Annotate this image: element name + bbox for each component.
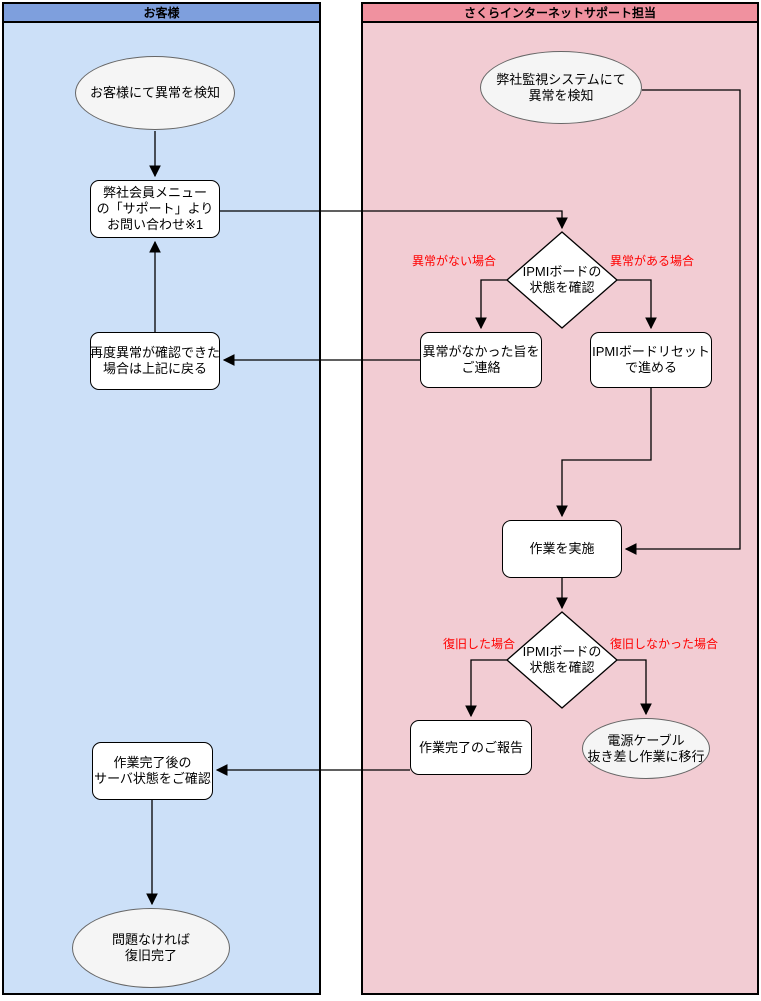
connector-inquiry-to-check-ipmi-1 xyxy=(220,210,568,230)
node-monitor-detect: 弊社監視システムにて 異常を検知 xyxy=(480,51,642,124)
connector-monitor-detect-to-do-work xyxy=(624,89,741,555)
node-power-cable: 電源ケーブル 抜き差し作業に移行 xyxy=(582,718,710,779)
node-power-cable-text: 抜き差し作業に移行 xyxy=(587,748,705,764)
lane-support-header: さくらインターネットサポート担当 xyxy=(363,4,757,23)
node-check-ipmi-1-text: IPMIボードの xyxy=(522,264,602,279)
node-do-work-text: 作業を実施 xyxy=(529,541,595,556)
node-ipmi-reset-text: で進める xyxy=(624,360,677,375)
node-inquiry-text: お問い合わせ※1 xyxy=(106,217,204,232)
connector-check-ipmi-2-to-power-cable xyxy=(617,659,652,716)
node-ipmi-reset-text: IPMIボードリセット xyxy=(592,344,710,359)
node-no-anomaly-contact-text: 異常がなかった旨を xyxy=(422,344,540,359)
node-check-ipmi-1: IPMIボードの 状態を確認 xyxy=(507,232,617,328)
lane-customer-title: お客様 xyxy=(143,6,180,20)
node-customer-detect-text: お客様にて異常を検知 xyxy=(89,85,220,100)
node-check-ipmi-2-text: 状態を確認 xyxy=(529,660,595,675)
node-return-above: 再度異常が確認できた 場合は上記に戻る xyxy=(90,332,220,390)
node-no-anomaly-contact: 異常がなかった旨を ご連絡 xyxy=(420,332,542,388)
node-customer-detect: お客様にて異常を検知 xyxy=(75,56,235,130)
node-check-server-text: サーバ状態をご確認 xyxy=(94,771,211,786)
connector-check-ipmi-1-to-ipmi-reset xyxy=(617,279,657,330)
lane-customer-header: お客様 xyxy=(4,4,319,23)
node-check-ipmi-1-text: 状態を確認 xyxy=(529,280,595,295)
decision-diamond-2-shape xyxy=(506,611,618,709)
node-inquiry-text: の「サポート」より xyxy=(96,201,214,216)
edge-label-anomaly: 異常がある場合 xyxy=(610,254,695,268)
node-no-anomaly-contact-text: ご連絡 xyxy=(461,360,501,375)
node-inquiry-text: 弊社会員メニュー xyxy=(102,185,207,200)
node-monitor-detect-text: 弊社監視システムにて xyxy=(496,71,626,87)
connector-check-ipmi-1-to-no-anomaly-contact xyxy=(475,279,507,330)
node-check-ipmi-2: IPMIボードの 状態を確認 xyxy=(507,612,617,708)
edge-label-no-anomaly: 異常がない場合 xyxy=(412,254,497,268)
node-ipmi-reset: IPMIボードリセット で進める xyxy=(590,332,712,388)
node-recovery-done-text: 復旧完了 xyxy=(124,948,177,963)
decision-diamond-1-shape xyxy=(506,231,618,329)
node-return-above-text: 場合は上記に戻る xyxy=(102,361,207,376)
node-return-above-text: 再度異常が確認できた xyxy=(90,345,221,360)
node-check-server-text: 作業完了後の xyxy=(113,755,192,770)
lane-support-title: さくらインターネットサポート担当 xyxy=(463,6,656,20)
node-recovery-done: 問題なければ 復旧完了 xyxy=(72,908,230,988)
node-recovery-done-text: 問題なければ xyxy=(111,932,190,947)
node-check-server: 作業完了後の サーバ状態をご確認 xyxy=(92,742,213,800)
node-work-report-text: 作業完了のご報告 xyxy=(418,739,523,755)
connector-ipmi-reset-to-do-work xyxy=(556,388,652,518)
node-do-work: 作業を実施 xyxy=(502,520,622,578)
node-inquiry: 弊社会員メニュー の「サポート」より お問い合わせ※1 xyxy=(90,180,220,238)
edge-label-not-recovered: 復旧しなかった場合 xyxy=(610,637,719,651)
node-work-report: 作業完了のご報告 xyxy=(410,720,532,775)
connector-check-ipmi-2-to-work-report xyxy=(465,659,507,718)
edge-label-recovered: 復旧した場合 xyxy=(443,637,516,651)
node-monitor-detect-text: 異常を検知 xyxy=(528,87,594,103)
node-check-ipmi-2-text: IPMIボードの xyxy=(522,644,602,659)
node-power-cable-text: 電源ケーブル xyxy=(607,732,685,748)
